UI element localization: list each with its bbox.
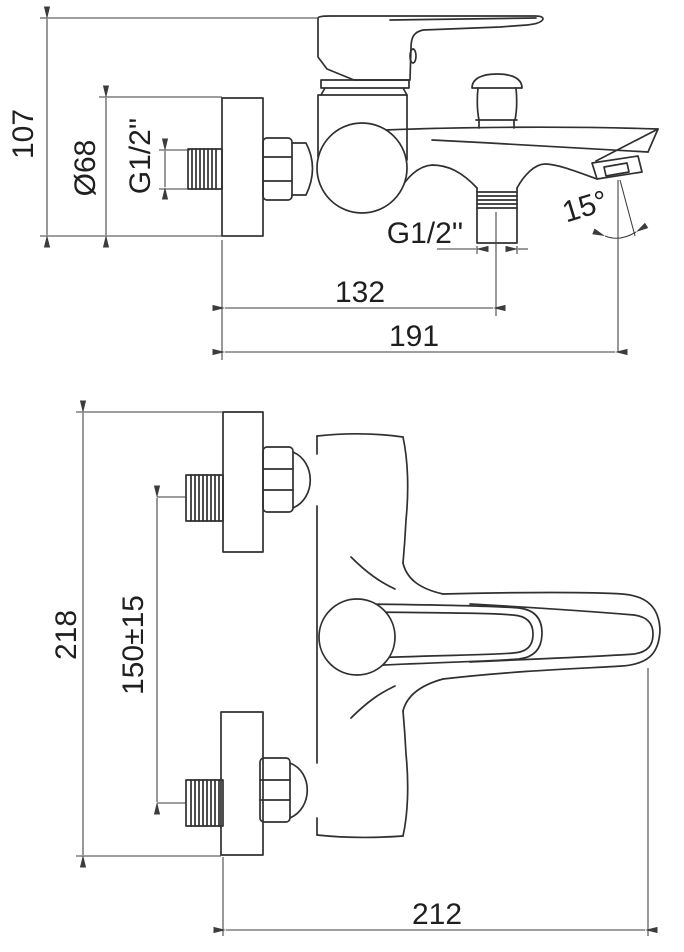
dim-aerator-angle-label: 15° [559, 185, 612, 230]
lower-wall-plate [220, 711, 264, 856]
dim-overall-height-label: 107 [7, 109, 40, 159]
installation-view: 218 150±15 212 [50, 400, 661, 936]
fillet-top-inner [350, 556, 396, 590]
cartridge-ring [320, 79, 410, 89]
ext-lines-wall-thread [159, 149, 190, 190]
side-view-faucet [187, 15, 659, 244]
spout-tip-chamfer [595, 128, 659, 162]
dim-wall-to-outlet-label: 132 [335, 276, 385, 309]
union-nut-outline [262, 137, 293, 201]
fillet-bottom [402, 678, 444, 712]
wall-plate-side [221, 97, 264, 237]
wall-thread-ridges [191, 148, 217, 190]
upper-union-nut-facets [262, 468, 294, 491]
knob-stem [475, 87, 518, 129]
cap-sides [320, 87, 408, 96]
fillet-bottom-inner [350, 685, 396, 719]
spout-top-edge [384, 126, 659, 131]
wall-thread-stub [187, 148, 223, 190]
handle-top-inner-line [389, 17, 537, 21]
handle-plan [318, 598, 543, 676]
upper-wall-plate [222, 411, 264, 553]
dim-connection-spacing-label: 150±15 [117, 595, 150, 695]
fillet-top [402, 562, 444, 595]
dim-overall-depth-label: 212 [412, 898, 462, 931]
body-plan [316, 433, 444, 839]
body-column-edges [317, 94, 408, 161]
body-side-circle [316, 122, 408, 214]
side-view: 107 Ø68 G1/2'' G1/2'' 15° 132 [7, 6, 659, 360]
body-right-edge-lower [402, 710, 409, 837]
spout-underside-left [398, 164, 478, 193]
knob-dome [471, 73, 523, 89]
dim-plate-diameter-label: Ø68 [69, 140, 102, 197]
installation-view-dimensions: 218 150±15 212 [50, 400, 658, 936]
ext-lines-outlet-thread [476, 246, 518, 254]
aerator [591, 155, 643, 180]
stub-threads [476, 191, 518, 209]
upper-union-cone [292, 451, 312, 509]
spout-crease-line [431, 139, 649, 153]
dim-outlet-thread-label: G1/2'' [387, 217, 464, 250]
diverter-knob [471, 73, 523, 129]
handle-lever [317, 15, 544, 81]
lower-union-cone [289, 762, 309, 819]
handle-ball-plan [318, 598, 396, 676]
union-nut-side [262, 137, 293, 201]
upper-union-nut [262, 446, 294, 513]
dim-overall-height2-label: 218 [50, 610, 83, 660]
side-view-dimensions: 107 Ø68 G1/2'' G1/2'' 15° 132 [7, 6, 649, 360]
handle-blade-inner-line [367, 611, 534, 659]
lower-union [185, 711, 309, 856]
lower-union-nut-facets [259, 779, 291, 801]
body-right-edge-upper [402, 436, 409, 564]
stub-walls [476, 187, 518, 244]
union-nut-facets [262, 156, 293, 182]
spout-underside-right [516, 163, 598, 189]
upper-union [185, 411, 312, 553]
handle-neck-detail [409, 48, 417, 64]
upper-thread-ridges [190, 474, 220, 522]
body-bottom-edge [316, 834, 404, 839]
lower-union-nut [259, 757, 291, 823]
spout-plan [442, 591, 661, 680]
shower-outlet-stub [476, 187, 518, 244]
lower-thread-ridges [190, 779, 220, 827]
angle-slanted-leg [619, 179, 636, 237]
dim-spout-reach-label: 191 [389, 320, 439, 353]
handle-blade-plan [359, 603, 543, 667]
spout-tip-face [647, 128, 659, 153]
installation-view-faucet [185, 411, 661, 856]
body-top-edge [316, 433, 404, 438]
spout-plan-outline [442, 591, 661, 680]
angle-arc [592, 222, 649, 239]
wall-thread-outline [187, 148, 223, 190]
dim-wall-thread-label: G1/2'' [124, 118, 157, 195]
union-cone-side [291, 142, 314, 196]
spout-plan-inner [469, 603, 654, 663]
aerator-inner [603, 162, 630, 177]
